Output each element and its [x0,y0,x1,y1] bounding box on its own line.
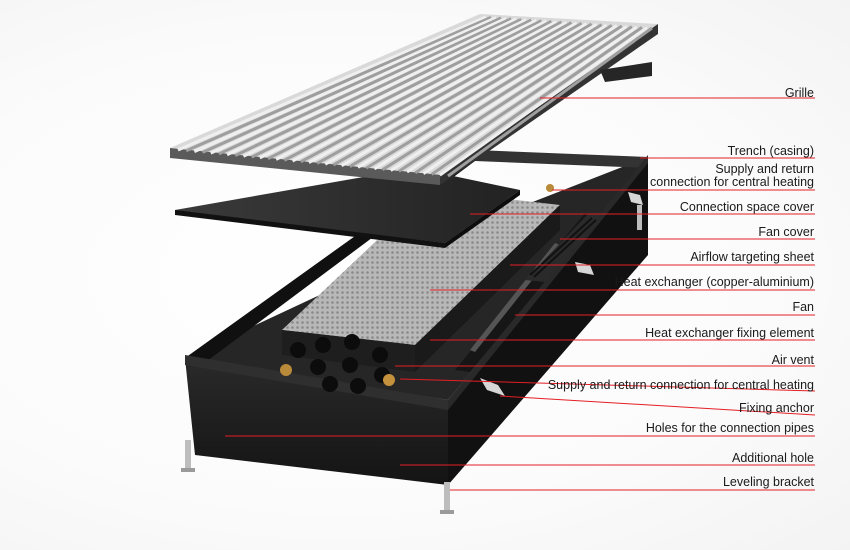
grille-bar [422,25,638,175]
grille-bar [218,17,512,156]
grille-bar [406,25,628,174]
grille-bar [177,15,487,152]
label-leveling-bracket: Leveling bracket [722,475,814,489]
label-supply-return-top-line1: Supply and return [715,162,814,176]
grille-bar [291,20,558,163]
grille-bar [250,18,532,159]
label-supply-return-bottom: Supply and return connection for central… [547,378,814,392]
label-connection-space-cover: Connection space cover [679,200,814,214]
leader-fixing-anchor [499,395,816,416]
grille-bar [438,26,648,177]
grille-bar [332,22,583,167]
connection-space-cover [175,168,520,248]
grille-bar [398,24,623,173]
grille-bar [201,16,502,154]
grille-bar [308,21,568,164]
label-trench-casing: Trench (casing) [727,144,814,158]
grille-bar [324,21,578,166]
grille-bar [300,20,563,164]
grille-bar [283,20,553,162]
grille-bar [242,18,527,158]
label-air-vent: Air vent [771,353,814,367]
leader-lines [225,97,816,491]
label-supply-return-top-line2: connection for central heating [650,175,814,189]
grille-bar [226,17,517,157]
grille-bar [185,15,492,153]
label-heat-exchanger: Heat exchanger (copper-aluminium) [614,275,814,289]
grille-bars [177,15,653,178]
label-heat-exchanger-fixing-element: Heat exchanger fixing element [645,326,814,340]
grille-bar [210,16,507,155]
grille-bar [414,25,633,175]
label-supply-return-top: Supply and return connection for central… [650,163,814,189]
grille-bar [430,26,643,176]
grille-bar [349,22,593,168]
label-additional-hole: Additional hole [731,451,814,465]
label-holes-connection-pipes: Holes for the connection pipes [645,421,814,435]
grille-bar [316,21,573,165]
grille-bar [275,19,548,161]
grille-bar [381,24,613,171]
grille-bar [373,23,608,171]
grille-bar [259,18,537,160]
label-fan: Fan [792,300,814,314]
label-fixing-anchor: Fixing anchor [738,401,814,415]
label-fan-cover: Fan cover [758,225,814,239]
leader-supply-return-bottom [399,378,816,392]
grille-bar [193,16,497,153]
grille-bar [389,24,618,172]
label-grille: Grille [784,86,814,100]
label-airflow-targeting-sheet: Airflow targeting sheet [690,250,814,264]
grille-bar [447,26,653,178]
grille-bar [340,22,588,168]
grille-bar [365,23,603,170]
grille-bar [234,17,522,157]
grille-end-piece [600,62,652,82]
grille-bar [267,19,543,161]
grille-bar [357,23,598,169]
